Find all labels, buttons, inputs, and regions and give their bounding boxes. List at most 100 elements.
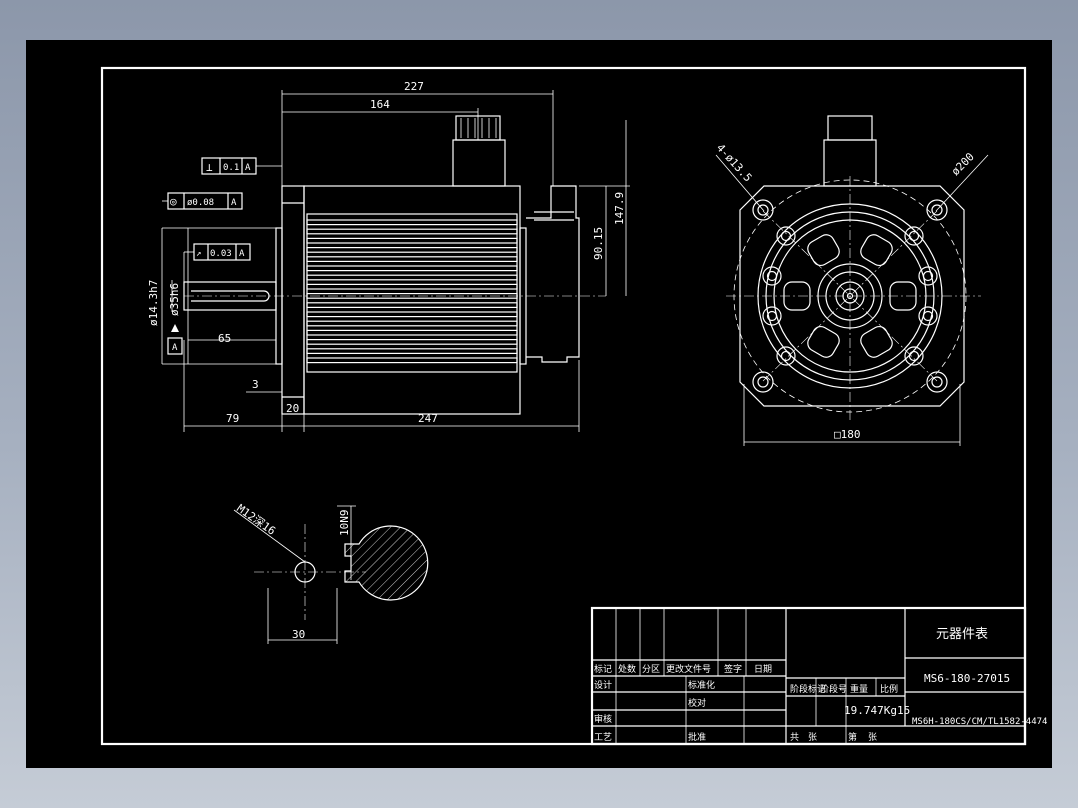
svg-text:标准化: 标准化 <box>688 679 715 691</box>
cooling-fin <box>306 256 518 263</box>
dim-key-section: 30 <box>292 628 305 641</box>
encoder-connector <box>526 185 580 363</box>
side-dimensions <box>161 90 630 432</box>
cooling-fin <box>306 311 518 318</box>
mounting-hole <box>752 371 774 393</box>
svg-text:分区: 分区 <box>642 664 660 675</box>
svg-text:比例: 比例 <box>880 683 898 695</box>
face-slot <box>860 325 893 358</box>
svg-text:A: A <box>172 343 178 353</box>
tolerance-perpendicularity: ⊥ 0.1 A <box>201 157 282 175</box>
svg-text:阶段标记: 阶段标记 <box>790 683 826 695</box>
bolt-boss <box>776 226 796 246</box>
dim-square-size: □180 <box>834 428 861 441</box>
svg-text:共: 共 <box>790 732 799 743</box>
flange <box>281 185 305 415</box>
dim-bolt-holes: 4-ø13.5 <box>714 141 755 184</box>
cooling-fin <box>306 339 518 345</box>
cooling-fin <box>306 274 518 281</box>
bolt-boss <box>762 266 782 286</box>
face-slot <box>860 234 893 267</box>
svg-text:0.03: 0.03 <box>210 249 232 259</box>
front-view <box>715 115 989 446</box>
dim-flange-height: 147.9 <box>613 192 626 225</box>
svg-text:设计: 设计 <box>594 679 612 691</box>
svg-text:第: 第 <box>848 731 857 743</box>
svg-text:◎: ◎ <box>170 195 177 208</box>
title-labels: 标记 处数 分区 更改文件号 签字 日期 设计 标准化 校对 审核 工艺 批准 … <box>594 663 898 743</box>
svg-text:更改文件号: 更改文件号 <box>666 663 711 675</box>
bolt-boss <box>904 226 924 246</box>
svg-text:标记: 标记 <box>594 663 612 675</box>
title-weight: 19.747Kg15 <box>844 704 910 717</box>
power-connector <box>452 115 506 187</box>
dim-body-length: 247 <box>418 412 438 425</box>
svg-text:ø0.08: ø0.08 <box>187 198 214 208</box>
dim-flange-width: 20 <box>286 402 299 415</box>
tolerance-runout: ↗ 0.03 A <box>183 243 251 282</box>
mounting-hole <box>926 371 948 393</box>
cooling-fin <box>306 302 518 308</box>
cooling-fin <box>306 329 518 336</box>
cad-viewport[interactable]: 227 164 147.9 90.15 ø14.3h7 ø35h6 65 3 7… <box>26 40 1052 768</box>
svg-text:处数: 处数 <box>618 663 636 675</box>
mounting-hole <box>926 199 948 221</box>
cooling-fin <box>306 320 518 327</box>
svg-text:签字: 签字 <box>724 663 742 675</box>
bolt-boss <box>762 306 782 326</box>
cooling-fin <box>306 265 518 272</box>
dim-shaft-dia: ø14.3h7 <box>147 280 160 326</box>
cooling-fin <box>306 237 518 244</box>
bolt-boss <box>918 306 938 326</box>
cooling-fin <box>306 357 518 364</box>
svg-text:日期: 日期 <box>754 664 772 675</box>
title-drawing-no: MS6H-180CS/CM/TL1582-4474 <box>912 717 1047 727</box>
side-view: 227 164 147.9 90.15 ø14.3h7 ø35h6 65 3 7… <box>147 80 630 432</box>
shaft <box>183 281 606 311</box>
svg-text:张: 张 <box>808 732 817 743</box>
title-block <box>590 606 1027 746</box>
svg-text:张: 张 <box>868 732 877 743</box>
motor-body <box>303 185 527 415</box>
cooling-fin <box>306 283 518 290</box>
bolt-boss <box>776 346 796 366</box>
face-slot <box>807 325 840 358</box>
title-name: 元器件表 <box>936 627 988 642</box>
tolerance-concentricity: ◎ ø0.08 A <box>162 192 243 210</box>
svg-text:阶段号: 阶段号 <box>820 683 847 695</box>
title-model: MS6-180-27015 <box>924 672 1010 685</box>
section-view <box>233 505 429 644</box>
cad-drawing: 227 164 147.9 90.15 ø14.3h7 ø35h6 65 3 7… <box>100 66 1047 746</box>
dim-overall-length: 227 <box>404 80 424 93</box>
svg-text:A: A <box>231 198 237 208</box>
dim-shaft-length: 65 <box>218 332 231 345</box>
dim-pcd: ø200 <box>949 150 977 178</box>
svg-text:工艺: 工艺 <box>594 732 612 743</box>
dim-body-to-connector: 164 <box>370 98 390 111</box>
cooling-fin <box>306 348 518 354</box>
face-slot <box>807 234 840 267</box>
svg-text:重量: 重量 <box>850 683 868 695</box>
bolt-boss <box>918 266 938 286</box>
dim-thread: M12深16 <box>234 502 278 538</box>
cooling-fin <box>306 219 518 226</box>
square-flange <box>739 185 965 407</box>
dim-pilot-dia: ø35h6 <box>168 283 181 316</box>
svg-text:批准: 批准 <box>688 731 706 743</box>
dim-connector-height: 90.15 <box>592 227 605 260</box>
svg-text:↗: ↗ <box>196 249 201 259</box>
datum-a: A <box>167 324 183 355</box>
svg-text:A: A <box>245 163 251 173</box>
mounting-hole <box>752 199 774 221</box>
svg-text:A: A <box>239 249 245 259</box>
svg-text:0.1: 0.1 <box>223 163 239 173</box>
cooling-fin <box>306 247 518 253</box>
dim-keyway: 10N9 <box>338 510 351 537</box>
cooling-fin <box>306 228 518 235</box>
cooling-fin <box>306 293 518 299</box>
bolt-boss <box>904 346 924 366</box>
svg-text:⊥: ⊥ <box>206 161 213 174</box>
svg-text:校对: 校对 <box>688 697 706 709</box>
svg-text:审核: 审核 <box>594 713 612 725</box>
dim-shaft-total: 79 <box>226 412 239 425</box>
